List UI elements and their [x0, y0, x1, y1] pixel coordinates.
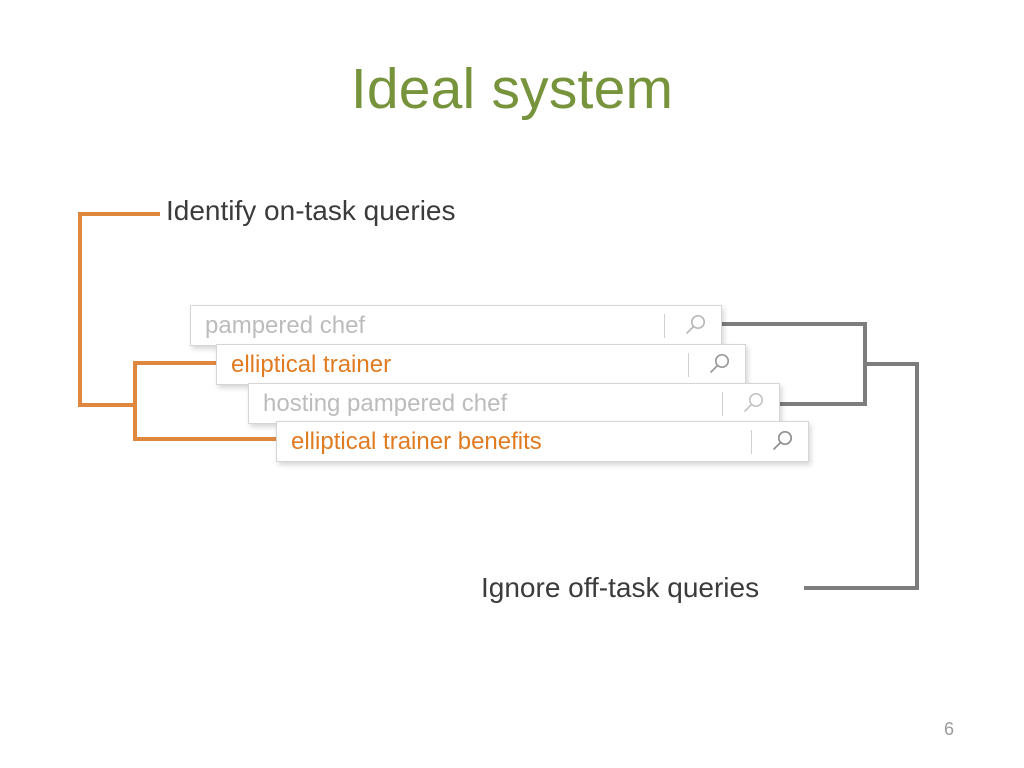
connector-orange-inner-spine — [133, 361, 137, 441]
annotation-label-off-task: Ignore off-task queries — [481, 572, 760, 603]
search-query-text[interactable]: hosting pampered chef — [263, 391, 508, 416]
connector-orange-junction-stub — [78, 403, 137, 407]
magnifier-icon[interactable] — [677, 309, 711, 343]
input-divider — [664, 313, 665, 338]
connector-orange-label-stub — [78, 212, 160, 216]
search-query-text[interactable]: elliptical trainer — [231, 352, 392, 377]
magnifier-icon[interactable] — [735, 387, 769, 421]
connector-gray-spine — [915, 362, 919, 590]
input-divider — [688, 352, 689, 377]
magnifier-icon[interactable] — [764, 425, 798, 459]
search-query-text[interactable]: elliptical trainer benefits — [291, 429, 542, 454]
input-divider — [751, 429, 752, 454]
annotation-label-on-task: Identify on-task queries — [166, 195, 456, 226]
search-box-pampered-chef[interactable]: pampered chef — [190, 305, 722, 346]
search-box-hosting-pampered-chef[interactable]: hosting pampered chef — [248, 383, 780, 424]
connector-orange-branch-box2 — [133, 361, 219, 365]
search-box-elliptical-trainer-benefits[interactable]: elliptical trainer benefits — [276, 421, 809, 462]
connector-orange-spine — [78, 212, 82, 407]
page-number: 6 — [944, 719, 955, 739]
page-title: Ideal system — [350, 57, 674, 121]
connector-gray-junction-stub — [863, 362, 919, 366]
connector-gray-branch-box3 — [778, 402, 867, 406]
connector-orange-branch-box4 — [133, 437, 279, 441]
connector-gray-label-stub — [804, 586, 919, 590]
input-divider — [722, 391, 723, 416]
search-query-text[interactable]: pampered chef — [205, 313, 366, 338]
magnifier-icon[interactable] — [701, 348, 735, 382]
connector-gray-branch-box1 — [720, 322, 867, 326]
search-box-elliptical-trainer[interactable]: elliptical trainer — [216, 344, 746, 385]
